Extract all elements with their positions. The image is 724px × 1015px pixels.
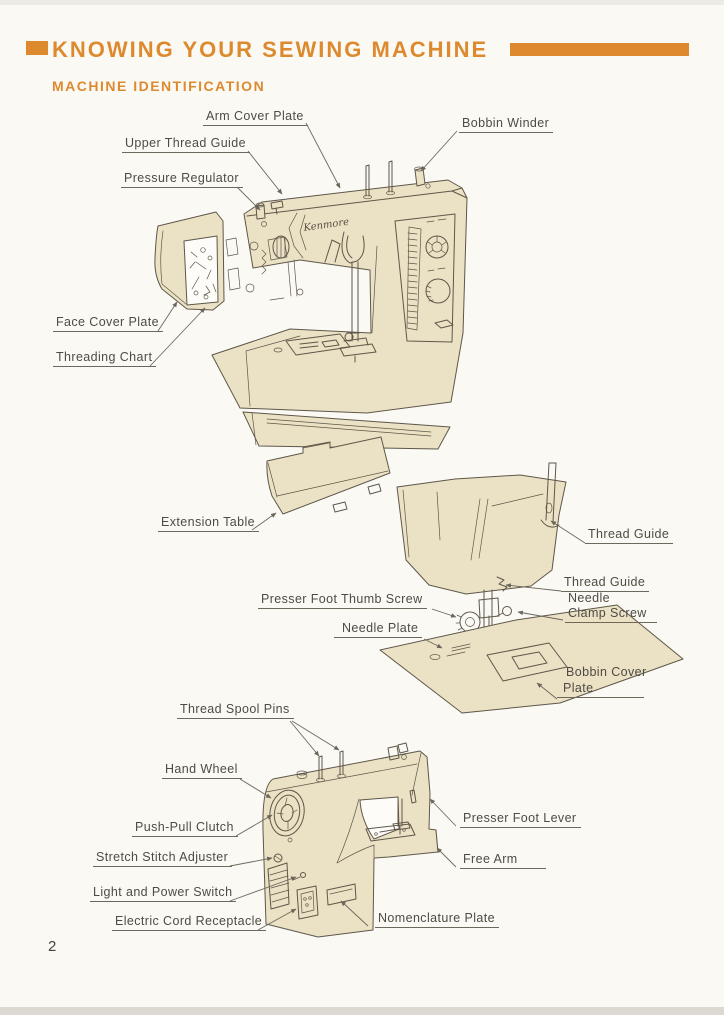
- title-accent-bar: [510, 43, 689, 56]
- title-accent-square: [26, 41, 48, 55]
- page-title: KNOWING YOUR SEWING MACHINE: [52, 37, 489, 62]
- front-view-illustration: Kenmore: [154, 160, 468, 515]
- leader-lines: [149, 122, 586, 931]
- label-hand-wheel: Hand Wheel: [162, 762, 242, 779]
- label-needle-clamp-screw-line2: Clamp Screw: [565, 606, 657, 623]
- page-number: 2: [48, 938, 57, 955]
- label-face-cover-plate: Face Cover Plate: [53, 315, 163, 332]
- label-threading-chart: Threading Chart: [53, 350, 157, 367]
- label-free-arm: Free Arm: [460, 852, 546, 869]
- label-upper-thread-guide: Upper Thread Guide: [122, 136, 250, 153]
- label-pressure-regulator: Pressure Regulator: [121, 171, 243, 188]
- label-light-and-power-switch: Light and Power Switch: [90, 885, 237, 902]
- rear-view-illustration: [262, 742, 439, 938]
- page-edge-top: [0, 0, 724, 5]
- label-presser-foot-lever: Presser Foot Lever: [460, 811, 581, 828]
- label-stretch-stitch-adjuster: Stretch Stitch Adjuster: [93, 850, 233, 867]
- page-edge-bottom: [0, 1007, 724, 1015]
- label-bobbin-cover-plate-line1: Bobbin Cover: [566, 665, 647, 679]
- label-needle-plate: Needle Plate: [334, 621, 423, 638]
- section-title: MACHINE IDENTIFICATION: [52, 78, 266, 94]
- label-thread-guide-upper: Thread Guide: [585, 527, 674, 544]
- label-electric-cord-receptacle: Electric Cord Receptacle: [112, 914, 267, 931]
- label-extension-table: Extension Table: [158, 515, 260, 532]
- label-arm-cover-plate: Arm Cover Plate: [203, 109, 308, 126]
- label-nomenclature-plate: Nomenclature Plate: [375, 911, 499, 928]
- needle-area-illustration: [379, 462, 684, 714]
- label-push-pull-clutch: Push-Pull Clutch: [132, 820, 238, 837]
- label-bobbin-cover-plate-line2: Plate: [557, 681, 644, 698]
- label-presser-foot-thumb-screw: Presser Foot Thumb Screw: [258, 592, 427, 609]
- label-thread-guide-lower: Thread Guide: [561, 575, 650, 592]
- label-thread-spool-pins: Thread Spool Pins: [177, 702, 294, 719]
- label-bobbin-winder: Bobbin Winder: [459, 116, 554, 133]
- label-needle-clamp-screw-line1: Needle: [568, 591, 611, 605]
